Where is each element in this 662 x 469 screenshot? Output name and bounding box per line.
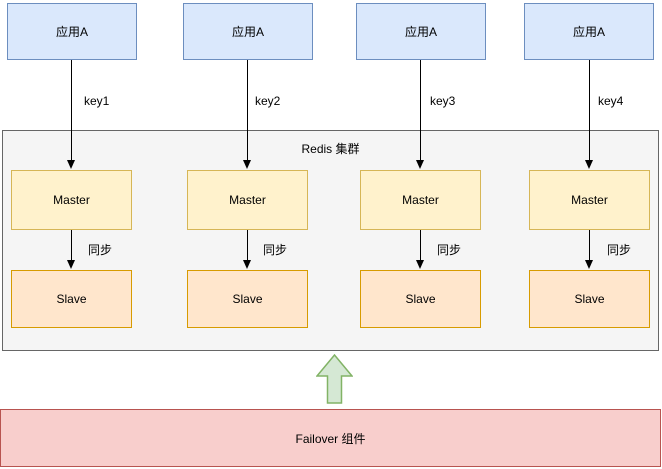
master-box-2: Master <box>187 170 308 230</box>
arrowhead-down-icon <box>243 160 251 169</box>
app-box-2: 应用A <box>183 3 313 60</box>
app-label: 应用A <box>404 25 437 39</box>
master-label: Master <box>402 193 439 207</box>
slave-label: Slave <box>232 292 263 306</box>
slave-box-4: Slave <box>529 270 650 328</box>
slave-box-2: Slave <box>187 270 308 328</box>
app-to-master-arrow-3 <box>420 60 421 161</box>
arrowhead-down-icon <box>67 160 75 169</box>
sync-edge-label-4: 同步 <box>607 243 632 257</box>
sync-edge-label-1: 同步 <box>88 243 113 257</box>
key-edge-label-2: key2 <box>255 94 281 108</box>
slave-label: Slave <box>405 292 436 306</box>
app-label: 应用A <box>572 25 605 39</box>
master-box-1: Master <box>11 170 132 230</box>
app-to-master-arrow-2 <box>247 60 248 161</box>
arrowhead-down-icon <box>585 160 593 169</box>
failover-component-box: Failover 组件 <box>0 409 661 467</box>
key-edge-label-3: key3 <box>430 94 456 108</box>
master-label: Master <box>571 193 608 207</box>
app-label: 应用A <box>231 25 264 39</box>
slave-box-1: Slave <box>11 270 132 328</box>
master-box-4: Master <box>529 170 650 230</box>
app-box-4: 应用A <box>524 3 654 60</box>
sync-edge-label-3: 同步 <box>437 243 462 257</box>
app-to-master-arrow-1 <box>71 60 72 161</box>
failover-up-arrow-icon <box>316 354 353 404</box>
key-edge-label-1: key1 <box>84 94 110 108</box>
master-to-slave-arrow-2 <box>247 230 248 261</box>
master-to-slave-arrow-4 <box>589 230 590 261</box>
arrowhead-down-icon <box>416 160 424 169</box>
arrowhead-down-icon <box>243 260 251 269</box>
failover-label: Failover 组件 <box>295 431 366 446</box>
slave-label: Slave <box>56 292 87 306</box>
master-to-slave-arrow-1 <box>71 230 72 261</box>
master-label: Master <box>229 193 266 207</box>
app-box-3: 应用A <box>356 3 486 60</box>
sync-edge-label-2: 同步 <box>263 243 288 257</box>
arrowhead-down-icon <box>67 260 75 269</box>
app-to-master-arrow-4 <box>589 60 590 161</box>
arrowhead-down-icon <box>416 260 424 269</box>
cluster-title: Redis 集群 <box>301 142 360 156</box>
master-to-slave-arrow-3 <box>420 230 421 261</box>
slave-label: Slave <box>574 292 605 306</box>
master-box-3: Master <box>360 170 481 230</box>
key-edge-label-4: key4 <box>598 94 624 108</box>
master-label: Master <box>53 193 90 207</box>
app-label: 应用A <box>55 25 88 39</box>
slave-box-3: Slave <box>360 270 481 328</box>
app-box-1: 应用A <box>7 3 137 60</box>
arrowhead-down-icon <box>585 260 593 269</box>
